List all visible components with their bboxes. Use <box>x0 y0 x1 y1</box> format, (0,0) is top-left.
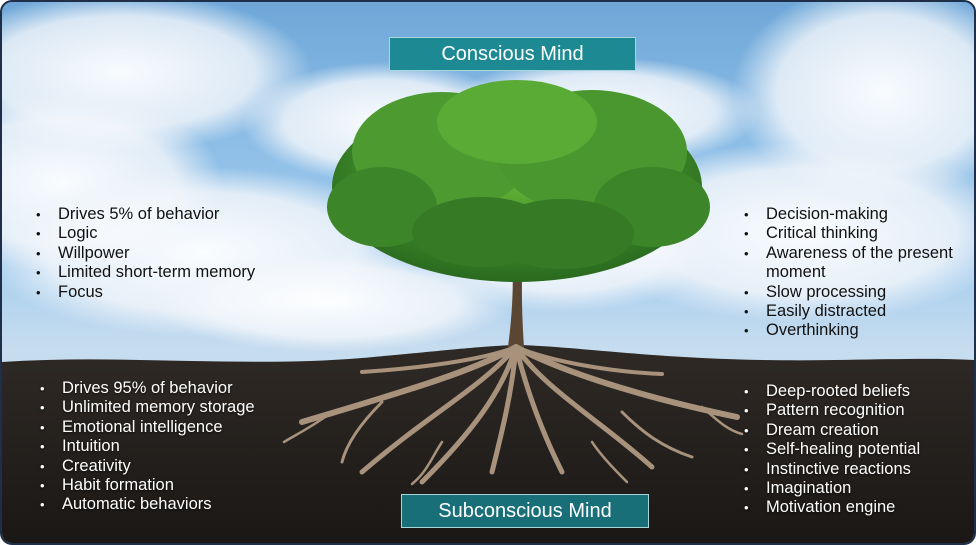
list-item: Unlimited memory storage <box>36 398 255 418</box>
list-item: Drives 95% of behavior <box>36 379 255 399</box>
list-item: Pattern recognition <box>740 401 920 421</box>
list-item: Dream creation <box>740 421 920 441</box>
list-item: Habit formation <box>36 476 255 496</box>
list-item: Focus <box>32 283 255 303</box>
list-item: Intuition <box>36 437 255 457</box>
list-item: Motivation engine <box>740 498 920 518</box>
list-item: Deep-rooted beliefs <box>740 382 920 402</box>
list-item: Drives 5% of behavior <box>32 205 255 225</box>
foliage <box>327 80 710 282</box>
list-item: Critical thinking <box>740 224 956 244</box>
list-item: Logic <box>32 224 255 244</box>
list-item: Limited short-term memory <box>32 263 255 283</box>
list-item: Easily distracted <box>740 302 956 322</box>
roots <box>282 344 744 486</box>
conscious-mind-title: Conscious Mind <box>389 37 636 71</box>
list-item: Willpower <box>32 244 255 264</box>
list-item: Instinctive reactions <box>740 460 920 480</box>
subconscious-mind-title: Subconscious Mind <box>401 494 649 528</box>
conscious-traits-right: Decision-making Critical thinking Awaren… <box>740 205 956 341</box>
list-item: Self-healing potential <box>740 440 920 460</box>
list-item: Automatic behaviors <box>36 495 255 515</box>
subconscious-traits-left: Drives 95% of behavior Unlimited memory … <box>36 379 255 515</box>
list-item: Overthinking <box>740 321 956 341</box>
list-item: Emotional intelligence <box>36 418 255 438</box>
list-item: Imagination <box>740 479 920 499</box>
list-item: Slow processing <box>740 283 956 303</box>
conscious-traits-left: Drives 5% of behavior Logic Willpower Li… <box>32 205 255 302</box>
list-item: Creativity <box>36 457 255 477</box>
subconscious-traits-right: Deep-rooted beliefs Pattern recognition … <box>740 382 920 518</box>
list-item: Awareness of the present moment <box>740 244 956 283</box>
list-item: Decision-making <box>740 205 956 225</box>
